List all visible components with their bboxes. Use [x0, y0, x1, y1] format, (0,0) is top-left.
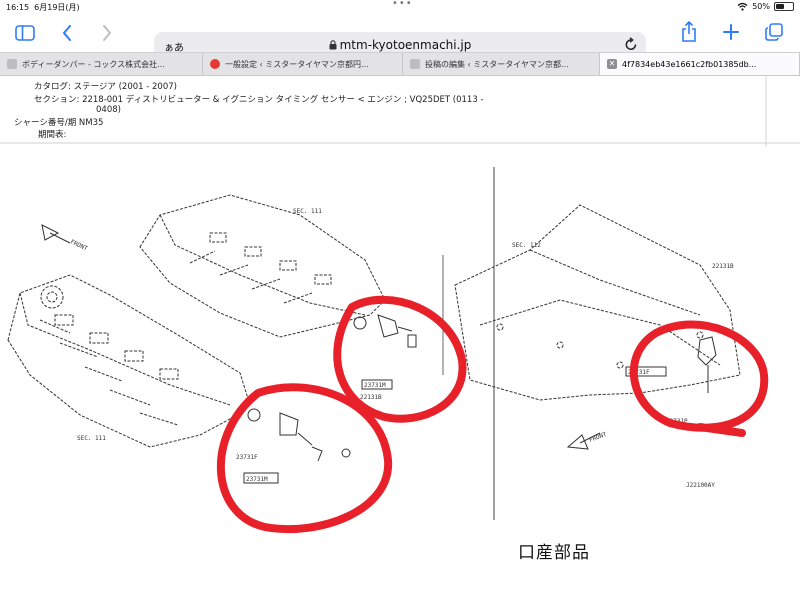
tab-strip: ボディーダンパー - コックス株式会社... 一般設定 ‹ ミスタータイヤマン京… — [0, 52, 800, 76]
highlight-circle-lower — [216, 383, 393, 534]
browser-toolbar: ぁあ mtm-kyotoenmachi.jp — [0, 14, 800, 60]
highlight-circle-upper — [333, 295, 467, 423]
tab-general-settings[interactable]: 一般設定 ‹ ミスタータイヤマン京都円... — [203, 53, 403, 75]
highlight-circle-right — [629, 320, 769, 437]
multitask-dots[interactable]: ••• — [392, 0, 413, 9]
parts-diagram: FRONT FRONT SEC. 111 SEC. 111 SEC. 112 2… — [0, 75, 800, 534]
sidebar-icon[interactable] — [14, 24, 36, 42]
status-bar: 16:15 6月19日(月) ••• 50% — [0, 0, 800, 14]
site-favicon-icon — [7, 59, 17, 69]
cylinder-head-left-upper — [139, 194, 386, 338]
front-label-right: FRONT — [588, 431, 608, 444]
diagram-label: SEC. 111 — [293, 208, 322, 215]
diagram-label: 23731M — [246, 476, 268, 483]
status-time-date: 16:15 6月19日(月) — [6, 2, 80, 13]
period-line: 期間表: — [38, 130, 67, 140]
section-line: セクション: 2218-001 ディストリビューター & イグニション タイミン… — [34, 95, 484, 105]
battery-icon — [774, 2, 794, 11]
chassis-line: シャーシ番号/期 NM35 — [14, 118, 104, 128]
front-arrow-right-icon — [566, 432, 601, 450]
url-text: mtm-kyotoenmachi.jp — [339, 38, 472, 52]
diagram-label: 22131B — [360, 394, 382, 401]
new-tab-icon[interactable] — [722, 22, 740, 42]
tab-label: 投稿の編集 ‹ ミスタータイヤマン京都... — [425, 59, 569, 69]
cylinder-head-left-lower — [7, 274, 251, 448]
diagram-label: SEC. 112 — [512, 242, 541, 249]
back-icon[interactable] — [60, 24, 74, 42]
reload-icon[interactable] — [624, 37, 638, 53]
tab-label: 一般設定 ‹ ミスタータイヤマン京都円... — [225, 59, 369, 69]
section-line-cont: 0408) — [96, 105, 121, 115]
lock-icon — [329, 40, 337, 50]
diagram-label: 23731F — [628, 369, 650, 376]
site-favicon-icon — [410, 59, 420, 69]
status-time: 16:15 — [6, 3, 30, 12]
tab-cox[interactable]: ボディーダンパー - コックス株式会社... — [0, 53, 203, 75]
diagram-label: SEC. 111 — [77, 435, 106, 442]
url-display[interactable]: mtm-kyotoenmachi.jp — [154, 38, 646, 52]
page-content: カタログ: ステージア (2001 - 2007) セクション: 2218-00… — [0, 75, 800, 600]
footer-text: 口産部品 — [518, 543, 590, 563]
tab-edit-post[interactable]: 投稿の編集 ‹ ミスタータイヤマン京都... — [403, 53, 600, 75]
diagram-ref-code: J22100AY — [686, 482, 715, 489]
crank-sensor-right — [625, 336, 717, 393]
close-tab-icon[interactable]: ✕ — [607, 59, 617, 69]
diagram-label: 23731F — [236, 454, 258, 461]
catalog-line: カタログ: ステージア (2001 - 2007) — [34, 82, 177, 92]
site-favicon-icon — [210, 59, 220, 69]
reader-settings-button[interactable]: ぁあ — [164, 43, 184, 54]
front-arrow-left-icon — [41, 224, 71, 244]
tab-image-active[interactable]: ✕ 4f7834eb43e1661c2fb01385db... — [600, 53, 800, 75]
share-icon[interactable] — [680, 20, 698, 44]
battery-percent: 50% — [752, 2, 770, 11]
tab-label: ボディーダンパー - コックス株式会社... — [22, 59, 165, 69]
highlight-circles — [216, 295, 769, 534]
status-right: 50% — [737, 2, 794, 11]
diagram-label: 22131B — [712, 263, 734, 270]
diagram-label: 23731M — [364, 382, 386, 389]
front-label-left: FRONT — [69, 238, 89, 252]
cam-sensor-lower — [243, 408, 351, 484]
oil-pan-right — [454, 204, 741, 401]
status-date: 6月19日(月) — [34, 3, 80, 12]
tab-label: 4f7834eb43e1661c2fb01385db... — [622, 59, 757, 69]
cam-sensor-upper — [353, 314, 417, 390]
forward-icon[interactable] — [100, 24, 114, 42]
tab-overview-icon[interactable] — [764, 22, 784, 42]
wifi-icon — [737, 2, 748, 11]
